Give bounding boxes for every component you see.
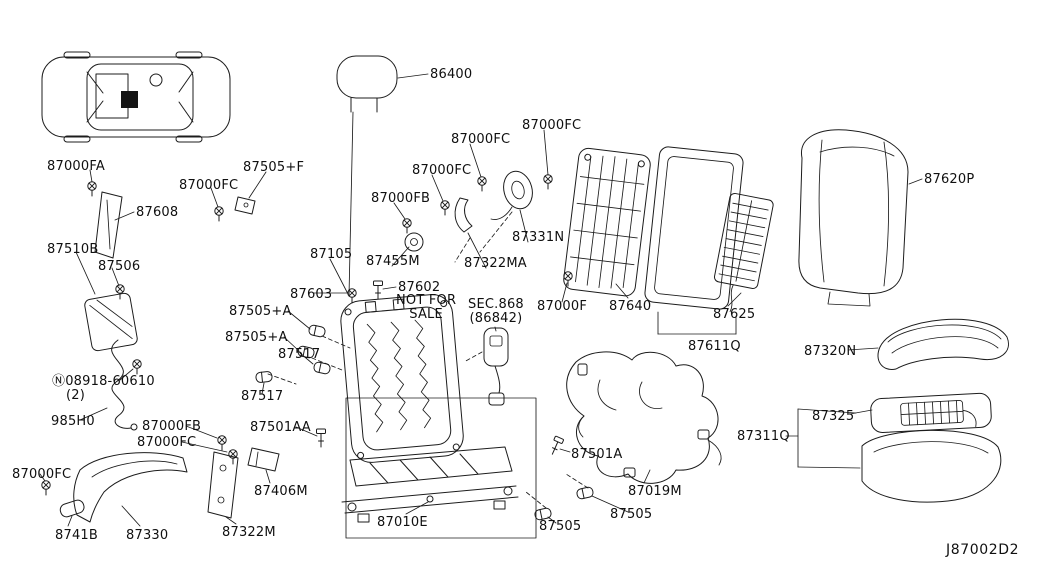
seatback-bracket (84, 292, 138, 352)
seat-cushion (861, 429, 1002, 503)
seatback-heater (713, 192, 774, 313)
screw-icon (115, 284, 125, 300)
part-label-87000f: 87000F (537, 299, 588, 314)
part-label-87322m: 87322M (222, 525, 276, 540)
part-label-87406m: 87406M (254, 484, 308, 499)
part-label-sec868: SEC.868 (86842) (468, 297, 524, 326)
clip-icon (312, 360, 332, 376)
part-label-87000fb-b: 87000FB (142, 419, 202, 434)
riser-bracket (207, 451, 239, 519)
diagram-code: J87002D2 (946, 542, 1020, 558)
part-label-87620p: 87620P (924, 172, 975, 187)
nut-icon (132, 359, 142, 375)
side-finisher (73, 452, 188, 523)
screw-icon (87, 181, 97, 197)
part-label-87019m: 87019M (628, 484, 682, 499)
part-label-87000fc-d: 87000FC (412, 163, 472, 178)
part-label-87505-a2: 87505+A (225, 330, 288, 345)
headrest (336, 55, 398, 297)
clip-icon (255, 370, 273, 384)
part-label-87325: 87325 (812, 409, 855, 424)
part-label-87311q: 87311Q (737, 429, 790, 444)
part-label-87455m: 87455M (366, 254, 420, 269)
seatbelt-buckle (483, 327, 509, 406)
assembly-dashed-lines (267, 211, 589, 509)
screw-icon (477, 176, 487, 192)
part-label-87000fc-a: 87000FC (179, 178, 239, 193)
clamp (404, 232, 424, 252)
part-label-87320n: 87320N (804, 344, 857, 359)
recliner-bracket (454, 197, 473, 233)
side-trim (94, 191, 123, 259)
screw-icon (217, 435, 227, 451)
hinge-bracket (234, 196, 256, 215)
part-label-87505-a: 87505 (539, 519, 582, 534)
leader-lines (39, 73, 923, 527)
part-label-87517-b: 87517 (241, 389, 284, 404)
part-label-86400: 86400 (430, 67, 473, 82)
part-label-8741b: 8741B (55, 528, 99, 543)
screw-icon (440, 200, 450, 216)
screw-icon (214, 206, 224, 222)
part-label-87000fb-a: 87000FB (371, 191, 431, 206)
part-label-87517-a: 87517 (278, 347, 321, 362)
part-label-87602: 87602 (398, 280, 441, 295)
part-label-08918-60610: Ⓝ08918-60610 (52, 374, 155, 389)
seat-frame (340, 294, 464, 463)
part-label-87603: 87603 (290, 287, 333, 302)
recliner-cover (490, 170, 533, 220)
note-not-for-sale: NOT FOR SALE (396, 293, 457, 322)
wiring-harness (566, 351, 722, 484)
part-label-87505-b: 87505 (610, 507, 653, 522)
bolt-icon (547, 435, 565, 457)
part-label-87330: 87330 (126, 528, 169, 543)
part-label-87505-a1: 87505+A (229, 304, 292, 319)
clip-icon (575, 485, 595, 501)
seat-base-frame (341, 446, 519, 523)
part-label-87640: 87640 (609, 299, 652, 314)
part-label-87611q: 87611Q (688, 339, 741, 354)
part-label-87501aa: 87501AA (250, 420, 311, 435)
part-label-87010e: 87010E (377, 515, 428, 530)
part-label-87322ma: 87322MA (464, 256, 527, 271)
part-label-87625: 87625 (713, 307, 756, 322)
part-label-quantity: (2) (66, 388, 86, 403)
bolt-icon (373, 280, 383, 300)
part-label-87000fc-b: 87000FC (451, 132, 511, 147)
part-label-985h0: 985H0 (51, 414, 95, 429)
part-label-87501a: 87501A (571, 447, 623, 462)
part-label-87000fa: 87000FA (47, 159, 105, 174)
bolt-icon (316, 428, 326, 448)
cushion-cover (877, 318, 1009, 370)
part-label-87331n: 87331N (512, 230, 565, 245)
seatback-board (644, 146, 744, 310)
screw-icon (41, 480, 51, 496)
group-box (345, 397, 537, 539)
part-label-87608: 87608 (136, 205, 179, 220)
part-label-87000fc-e: 87000FC (137, 435, 197, 450)
part-label-87000fc-c: 87000FC (522, 118, 582, 133)
small-bracket (247, 447, 280, 472)
end-cap (59, 499, 85, 518)
part-label-87505-f: 87505+F (243, 160, 305, 175)
part-label-87105: 87105 (310, 247, 353, 262)
part-label-87506: 87506 (98, 259, 141, 274)
cushion-heater (870, 392, 992, 434)
clip-icon (307, 323, 327, 339)
screw-icon (543, 174, 553, 190)
part-label-87510b: 87510B (47, 242, 99, 257)
part-label-87000fc-f: 87000FC (12, 467, 72, 482)
lumbar-wire-end (130, 423, 138, 431)
seatback-pad (563, 147, 651, 297)
car-top-view (41, 51, 231, 143)
seatback-cover (798, 129, 909, 307)
screw-icon (402, 218, 412, 234)
lumbar-wire (111, 339, 132, 429)
